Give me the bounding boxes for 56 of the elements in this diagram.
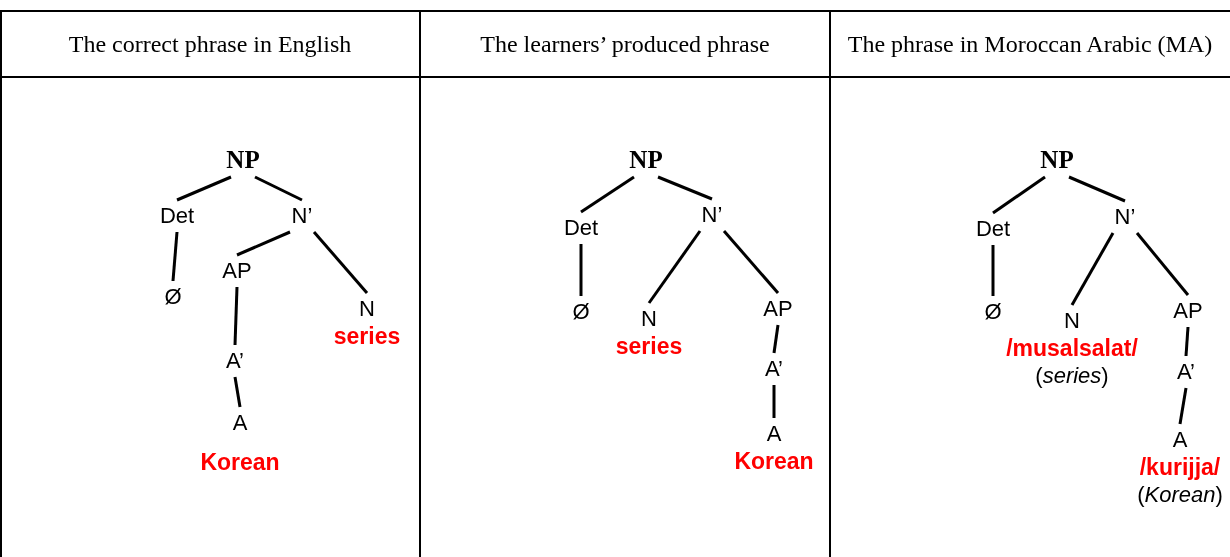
word-label: /kurijja/ [1139,453,1221,481]
tree-branch [1068,175,1126,203]
tree-branch [1135,232,1190,296]
category-label: Det [155,200,199,232]
tree-branch [992,175,1046,215]
tree-branch [254,175,303,202]
category-label: Det [971,213,1015,245]
phrase-label: NP [1036,143,1078,177]
null-symbol: Ø [160,281,186,313]
gloss-label: (Korean) [1137,481,1223,509]
word-label: series [615,332,683,360]
word-label: Korean [734,447,814,475]
category-label: A’ [222,345,248,377]
category-label: A’ [761,353,787,385]
category-label: A [766,421,782,447]
tree-branch [1070,232,1115,306]
tree-branch [233,376,242,408]
tree-branch [579,244,583,296]
column-heading: The correct phrase in English [68,30,352,57]
tree-branch [772,324,780,354]
tree-branch [772,385,776,418]
column-heading: The phrase in Moroccan Arabic (MA) [847,30,1213,57]
tree-branch [657,175,713,201]
tree-branch [1184,326,1190,357]
tree-branch [171,231,179,282]
category-label: N’ [1110,201,1140,233]
category-label: A [232,410,248,436]
category-label: N [1064,308,1080,334]
tree-branch [236,230,291,257]
column-heading: The learners’ produced phrase [480,30,770,57]
category-label: A’ [1173,356,1199,388]
word-label: series [333,322,401,350]
category-label: N’ [287,200,317,232]
tree-branch [176,175,232,202]
gloss-label: (series) [1035,362,1109,390]
category-label: Det [559,212,603,244]
category-label: AP [759,293,797,325]
category-label: AP [218,255,256,287]
word-label: Korean [200,448,280,476]
tree-branch [312,231,369,294]
category-label: A [1172,427,1188,453]
tree-branch [722,230,780,294]
category-label: N’ [697,199,727,231]
null-symbol: Ø [980,296,1006,328]
null-symbol: Ø [568,296,594,328]
word-label: /musalsalat/ [1006,334,1138,362]
category-label: N [641,306,657,332]
tree-branch [580,175,635,214]
phrase-label: NP [222,143,264,177]
tree-branch [1178,387,1188,425]
tree-branch [233,286,239,346]
phrase-label: NP [625,143,667,177]
tree-branch [991,245,995,296]
category-label: N [359,296,375,322]
category-label: AP [1169,295,1207,327]
tree-branch [647,230,702,304]
